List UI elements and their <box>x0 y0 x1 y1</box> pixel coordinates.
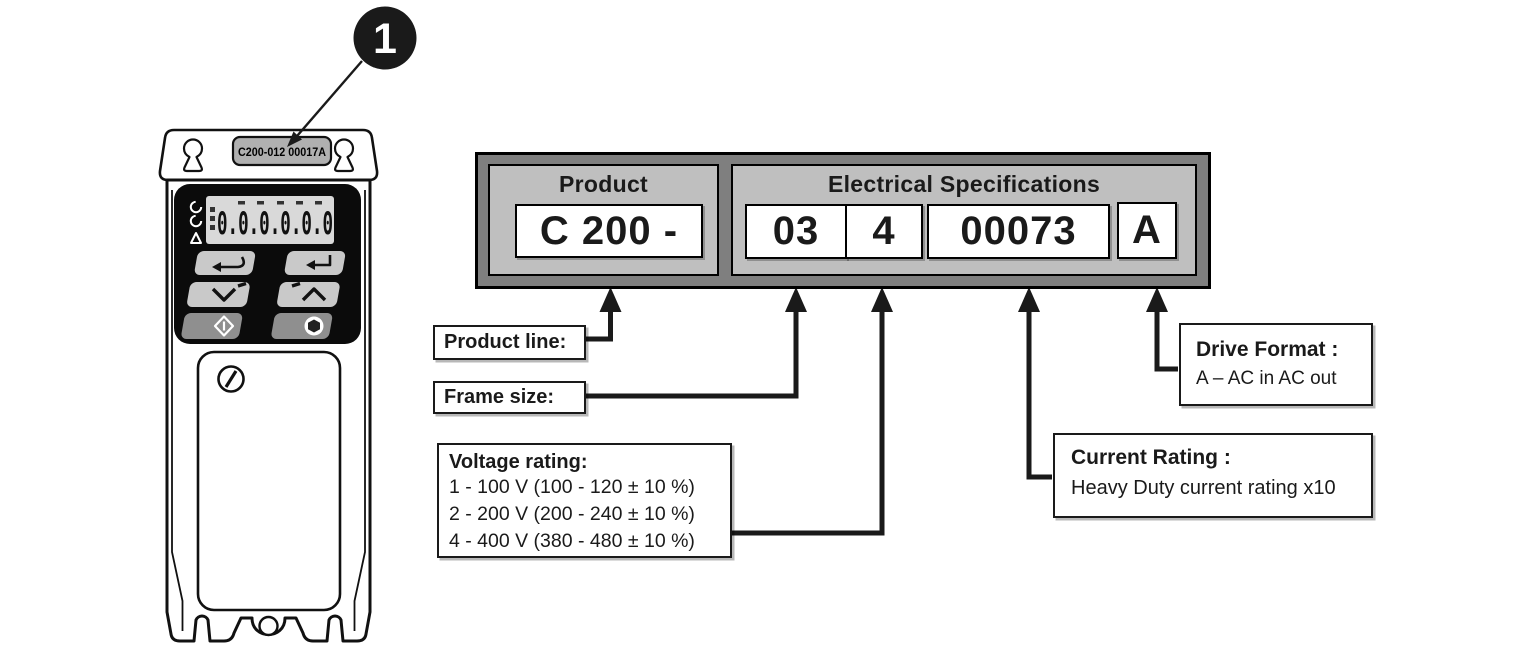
current-rating-description: Heavy Duty current rating x10 <box>1071 477 1336 499</box>
callout-number: 1 <box>373 15 397 63</box>
frame-size-annotation: Frame size: <box>433 381 586 414</box>
drive-body-inner-edges <box>171 190 366 631</box>
connector-product-line <box>586 302 613 342</box>
frame-size-label: Frame size: <box>444 386 555 408</box>
stop-button <box>271 313 333 339</box>
drive-rating-label-plate <box>231 135 333 167</box>
callout-leader-line <box>290 60 363 144</box>
callout-arrowhead-icon <box>287 131 302 147</box>
lcd-annunciators <box>210 201 322 230</box>
model-code-box: Product C 200 - Electrical Specification… <box>475 152 1211 289</box>
electrical-panel-header: Electrical Specifications <box>827 171 1101 197</box>
electrical-specifications-panel: Electrical Specifications 03 4 00073 A <box>731 164 1197 276</box>
down-arrow-icon <box>211 281 247 302</box>
connector-current-rating <box>1026 302 1052 480</box>
product-code-value: C 200 - <box>515 204 703 258</box>
enter-arrow-icon <box>306 255 332 270</box>
voltage-rating-option-4: 4 - 400 V (380 - 480 ± 10 %) <box>449 530 695 552</box>
drive-format-annotation: Drive Format : A – AC in AC out <box>1179 323 1373 406</box>
voltage-rating-annotation: Voltage rating: 1 - 100 V (100 - 120 ± 1… <box>437 443 732 558</box>
product-panel-header: Product <box>559 171 648 197</box>
drive-format-label: Drive Format : <box>1196 338 1339 361</box>
connector-drive-format <box>1154 302 1178 372</box>
format-code-value: A <box>1117 202 1177 259</box>
drive-lower-cover <box>196 350 342 612</box>
connector-arrowheads <box>599 287 1168 312</box>
escape-button <box>194 251 256 275</box>
product-line-annotation: Product line: <box>433 325 586 360</box>
start-icon <box>213 315 235 337</box>
drive-format-description: A – AC in AC out <box>1196 368 1337 389</box>
status-symbol-icons <box>189 200 203 244</box>
callout-1: 1 <box>287 6 417 147</box>
current-rating-label: Current Rating : <box>1071 446 1231 469</box>
product-line-label: Product line: <box>444 331 567 353</box>
voltage-rating-option-2: 2 - 200 V (200 - 240 ± 10 %) <box>449 503 695 525</box>
lcd-display <box>206 196 334 244</box>
arrowhead-drive-format-icon <box>1146 287 1168 312</box>
arrowhead-product-line-icon <box>599 287 622 312</box>
cover-screw-icon <box>217 365 245 393</box>
keyhole-slot-right-icon <box>333 138 355 173</box>
drive-bottom-hole <box>258 615 279 637</box>
arrowhead-current-rating-icon <box>1018 287 1040 312</box>
connector-frame-size <box>586 302 799 399</box>
up-arrow-icon <box>291 281 327 302</box>
voltage-rating-label: Voltage rating: <box>449 451 588 473</box>
voltage-code-value: 4 <box>845 204 923 259</box>
connector-arrows <box>586 302 1178 536</box>
keyhole-slot-left-icon <box>182 138 204 173</box>
escape-arrow-icon <box>212 256 246 272</box>
frame-size-code-value: 03 <box>745 204 847 259</box>
drive-rating-label-text: C200-012 00017A <box>238 147 326 159</box>
arrowhead-frame-size-icon <box>785 287 807 312</box>
connector-voltage-rating <box>731 302 885 536</box>
callout-circle <box>353 6 417 70</box>
voltage-rating-option-1: 1 - 100 V (100 - 120 ± 10 %) <box>449 476 695 498</box>
stop-icon <box>304 316 324 336</box>
current-rating-annotation: Current Rating : Heavy Duty current rati… <box>1053 433 1373 518</box>
product-panel: Product C 200 - <box>488 164 719 276</box>
current-code-value: 00073 <box>927 204 1110 259</box>
drive-illustration: C200-012 00017A <box>158 128 379 643</box>
arrowhead-voltage-rating-icon <box>871 287 893 312</box>
lcd-display-value: 0.0.0.0.0.0 <box>217 206 333 242</box>
